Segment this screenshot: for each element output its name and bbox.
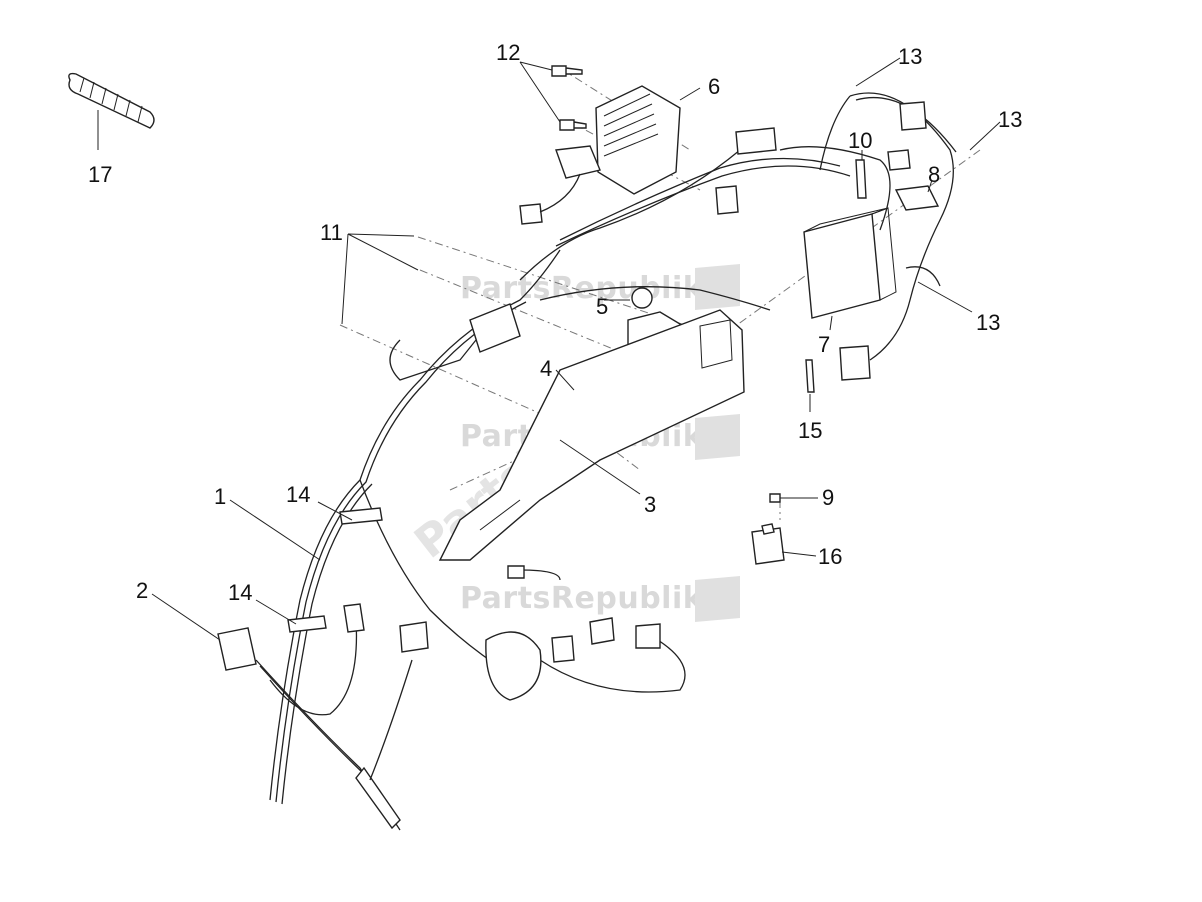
part-1-harness	[269, 249, 771, 805]
callout-13-right: 13	[998, 107, 1022, 132]
part-9-screw	[769, 493, 781, 503]
callout-8: 8	[928, 162, 940, 187]
part-7-battery	[803, 207, 897, 319]
callout-2: 2	[136, 578, 148, 603]
callout-15: 15	[798, 418, 822, 443]
watermark-text-3: PartsRepublik	[460, 581, 704, 616]
part-10-fuse	[855, 159, 867, 199]
callout-9: 9	[822, 485, 834, 510]
callout-10: 10	[848, 128, 872, 153]
callout-11: 11	[320, 220, 343, 245]
callout-5: 5	[596, 294, 608, 319]
callout-17: 17	[88, 162, 112, 187]
callout-16: 16	[818, 544, 842, 569]
part-8-pad	[894, 185, 940, 211]
part-2-sensor	[217, 603, 413, 831]
harness-upper	[519, 95, 891, 281]
part-16-switch	[751, 523, 785, 565]
callout-7: 7	[818, 332, 830, 357]
callout-14-lower: 14	[228, 580, 252, 605]
callout-1: 1	[214, 484, 226, 509]
callout-12: 12	[496, 40, 520, 65]
part-3-bracket	[438, 309, 745, 561]
watermark-gear-icon	[695, 264, 740, 622]
part-12-screws	[551, 65, 587, 131]
callout-13-bottom: 13	[976, 310, 1000, 335]
callout-6: 6	[708, 74, 720, 99]
callout-4: 4	[540, 356, 552, 381]
part-17-spiral-sleeve	[68, 72, 155, 129]
part-15-rod	[805, 359, 815, 393]
leader-lines	[97, 57, 1001, 641]
watermark-text-1: PartsRepublik	[460, 271, 704, 306]
part-14-clips	[287, 507, 383, 633]
callout-3: 3	[644, 492, 656, 517]
callout-13-top: 13	[898, 44, 922, 69]
part-13-wiring	[839, 92, 957, 381]
part-6-regulator	[519, 85, 681, 225]
callout-labels: 17 12 6 13 13 10 8 13 7 15 11 5 4 3 9 16…	[88, 40, 1022, 605]
callout-14-upper: 14	[286, 482, 310, 507]
